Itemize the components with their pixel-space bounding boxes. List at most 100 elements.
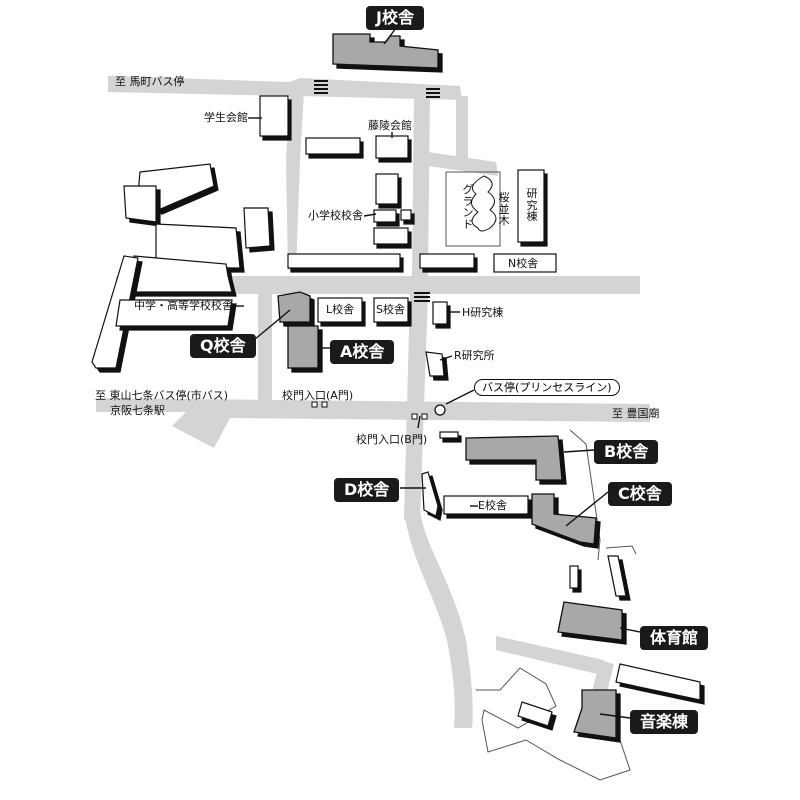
gate-a-marker-2	[321, 401, 328, 408]
road-top	[108, 76, 462, 100]
r-research-label: R研究所	[454, 349, 495, 362]
gym-building-face	[557, 601, 623, 641]
d-building-face	[421, 471, 439, 517]
gate-b-label: 校門入口(B門)	[356, 433, 428, 446]
mh-school-4-face	[243, 207, 271, 249]
n-building-face	[493, 253, 557, 273]
road-main-east-west	[116, 276, 640, 294]
student-hall-label: 学生会館	[204, 111, 248, 124]
keihan-station-label: 京阪七条駅	[110, 404, 165, 417]
crosswalk-2	[426, 86, 440, 100]
student-hall-face	[259, 95, 289, 137]
elementary-block-4-face	[373, 227, 409, 245]
n-bldg-label: N校舎	[508, 257, 539, 270]
q-building-label[interactable]: Q校舎	[190, 334, 256, 358]
ground-label: グランド	[462, 183, 474, 231]
h-research-label: H研究棟	[462, 306, 504, 319]
field-outline	[445, 171, 501, 247]
small-building-1-face	[569, 565, 579, 589]
gate-a-marker-1	[311, 401, 318, 408]
campus-boundary-south	[476, 667, 631, 781]
r-research-building-face	[425, 351, 445, 377]
touryou-hall-label: 藤陵会館	[368, 119, 412, 132]
mh-school-west-face	[91, 255, 139, 369]
featured-buildings	[277, 33, 627, 743]
to-hokokubyo-label: 至 豊国廟	[612, 407, 660, 420]
south-west-building-face	[517, 701, 553, 727]
e-bldg-label: E校舎	[478, 499, 507, 512]
road-gym-access	[496, 636, 606, 676]
a-building-face	[287, 325, 319, 369]
q-building-face	[277, 291, 311, 323]
touryou-hall-face	[375, 135, 409, 159]
gate-b-marker-1	[411, 413, 418, 420]
road-field-branch	[414, 150, 498, 176]
leader-j	[383, 27, 397, 45]
music-building-face	[573, 689, 617, 739]
elementary-block-1-face	[375, 173, 399, 205]
roads	[96, 76, 650, 728]
crosswalk-1	[314, 80, 328, 94]
mh-school-2-face	[123, 185, 157, 223]
elementary-label: 小学校校舎	[308, 209, 363, 222]
sakura-trees	[471, 175, 497, 232]
to-higashiyama-label: 至 東山七条バス停(市バス)	[95, 389, 229, 402]
leader-bus	[445, 389, 475, 405]
elementary-block-3-face	[400, 209, 412, 221]
l-building-face	[317, 297, 363, 323]
leader-lines	[232, 27, 641, 719]
d-building-label[interactable]: D校舎	[334, 478, 400, 502]
road-lower-east-west	[96, 398, 650, 448]
leader-gym	[619, 627, 641, 633]
j-building-face	[332, 33, 439, 69]
elementary-block-2-face	[373, 209, 397, 223]
gate-b-marker-2	[421, 413, 428, 420]
road-south-curve	[404, 510, 473, 728]
a-building-label[interactable]: A校舎	[330, 340, 395, 364]
bus-stop-princess-label: バス停(プリンセスライン)	[474, 379, 620, 396]
leader-c	[565, 491, 609, 527]
bus-stop-marker	[434, 404, 446, 416]
music-building-label[interactable]: 音楽棟	[630, 710, 699, 734]
row-building-2-face	[419, 253, 475, 269]
white-buildings	[91, 95, 705, 731]
leader-b	[563, 449, 595, 453]
c-building-label[interactable]: C校舎	[608, 482, 672, 506]
b-building-face	[465, 435, 563, 481]
to-mamachi-label: 至 馬町バス停	[115, 75, 185, 88]
small-building-2-face	[607, 555, 627, 597]
leader-elementary	[363, 213, 377, 217]
road-center-top	[412, 92, 430, 280]
b-building-label[interactable]: B校舎	[594, 440, 659, 464]
research-label: 研究棟	[526, 187, 538, 224]
leader-r	[439, 355, 453, 361]
leader-q	[253, 309, 291, 341]
gate-a-label: 校門入口(A門)	[282, 389, 354, 402]
campus-boundary-east	[569, 429, 601, 561]
hall-annex-face	[305, 137, 361, 155]
road-left-lower	[258, 292, 272, 400]
row-building-1-face	[287, 253, 401, 269]
l-bldg-label: L校舎	[326, 303, 355, 316]
campus-boundary-gate	[605, 545, 637, 555]
h-research-building-face	[432, 301, 448, 325]
s-building-face	[373, 297, 409, 323]
crosswalk-3	[414, 290, 430, 304]
middle-high-label: 中学・高等学校校舎	[134, 299, 233, 312]
c-building-face	[531, 493, 597, 545]
research-building-face	[517, 169, 545, 243]
leader-music	[599, 713, 631, 719]
outlines	[439, 171, 637, 781]
mh-school-south-face	[115, 299, 233, 327]
south-building-face	[615, 663, 701, 701]
road-right-branch	[456, 96, 468, 168]
sakura-label: 桜並木	[498, 191, 510, 228]
s-bldg-label: S校舎	[376, 303, 405, 316]
gate-b-booth-face	[439, 431, 459, 439]
j-building-label[interactable]: J校舎	[366, 6, 424, 30]
e-building-face	[443, 495, 529, 515]
leader-gate-b	[417, 415, 421, 429]
gym-label[interactable]: 体育館	[640, 626, 709, 650]
